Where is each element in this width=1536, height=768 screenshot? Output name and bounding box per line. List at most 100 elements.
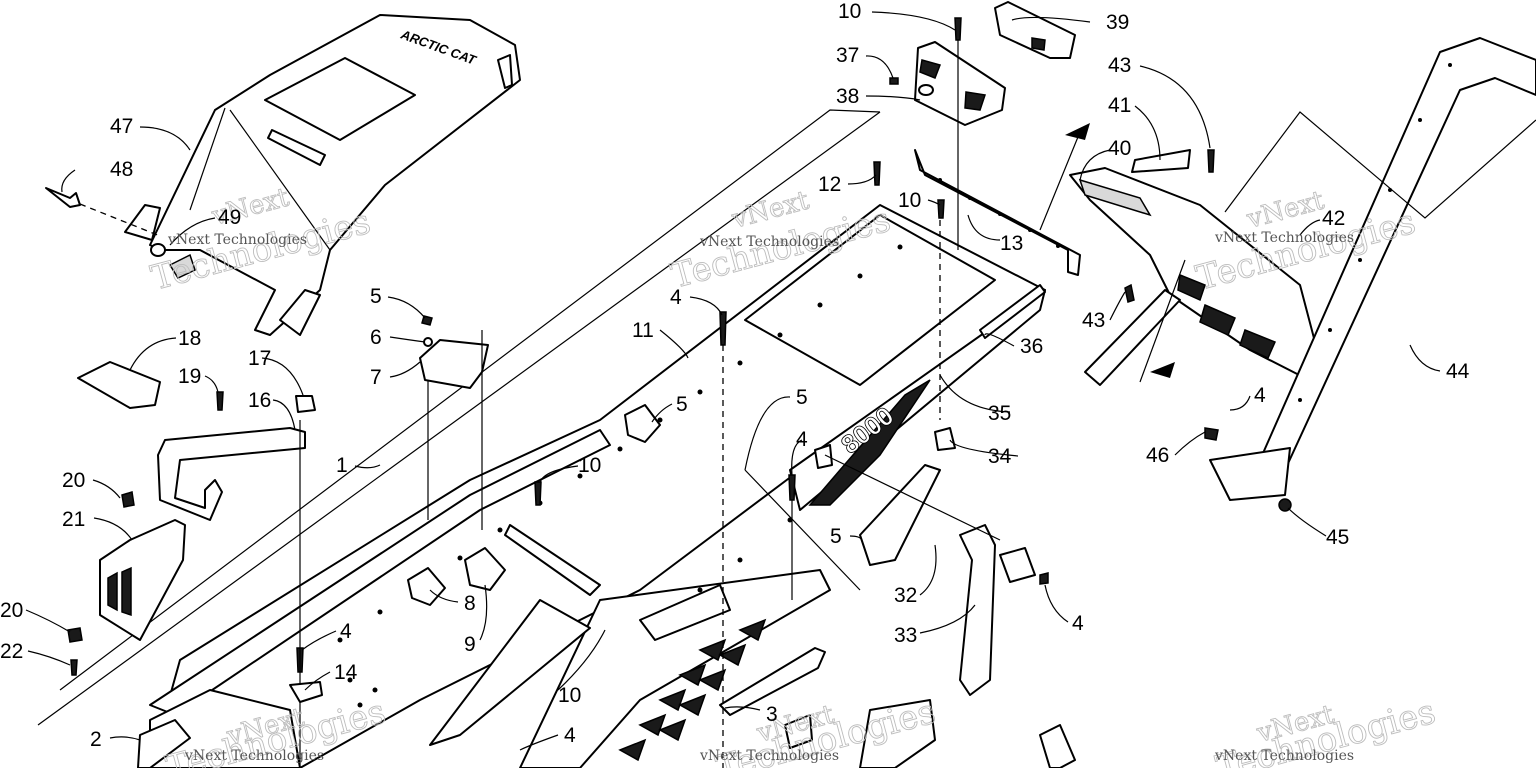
bumper-bolt-46 xyxy=(1204,427,1219,441)
callout-36: 36 xyxy=(1020,335,1043,358)
callout-44: 44 xyxy=(1446,360,1470,383)
callout-32: 32 xyxy=(894,584,917,607)
bracket-2 xyxy=(137,719,191,768)
callout-20: 20 xyxy=(62,469,85,492)
leader-lines xyxy=(25,11,1441,751)
seat-screw xyxy=(45,187,161,237)
callout-16: 16 xyxy=(248,389,271,412)
svg-text:vNext Technologies: vNext Technologies xyxy=(167,232,307,248)
callout-4: 4 xyxy=(1254,384,1266,407)
nut-20-bottom xyxy=(67,627,83,643)
trim-36 xyxy=(979,284,1046,339)
callout-10: 10 xyxy=(578,454,601,477)
callout-7: 7 xyxy=(370,366,382,389)
callout-8: 8 xyxy=(464,592,476,615)
seat-assembly: ARCTIC CAT xyxy=(124,14,521,336)
callout-35: 35 xyxy=(988,402,1011,425)
tunnel-assembly: 8000 xyxy=(37,109,1046,768)
callout-4: 4 xyxy=(670,286,682,309)
seat-grommet xyxy=(150,243,196,279)
clip-9 xyxy=(464,547,506,591)
callout-11: 11 xyxy=(632,319,654,342)
callout-37: 37 xyxy=(836,44,859,67)
heat-shield-18 xyxy=(77,361,161,409)
callout-18: 18 xyxy=(178,327,201,350)
screw-5-top xyxy=(421,315,433,326)
strap-handle-16 xyxy=(157,427,306,521)
callout-43: 43 xyxy=(1082,309,1105,332)
bracket-7 xyxy=(419,330,489,530)
callout-4: 4 xyxy=(1072,612,1084,635)
callout-6: 6 xyxy=(370,326,382,349)
callout-10: 10 xyxy=(838,0,861,23)
snowflap-rail xyxy=(1084,289,1181,386)
clip-5-left xyxy=(624,404,661,443)
callout-10: 10 xyxy=(558,684,581,707)
callout-43: 43 xyxy=(1108,54,1131,77)
clip-5-right xyxy=(744,444,861,591)
callout-3: 3 xyxy=(766,703,778,726)
callout-5: 5 xyxy=(370,285,382,308)
callout-38: 38 xyxy=(836,85,859,108)
rear-bumper xyxy=(1209,37,1536,501)
callout-48: 48 xyxy=(110,158,133,181)
callout-33: 33 xyxy=(894,624,917,647)
callout-2: 2 xyxy=(90,728,102,751)
brace-3 xyxy=(719,647,826,749)
nut-17 xyxy=(295,395,316,413)
callout-49: 49 xyxy=(218,206,241,229)
snowflap-screw-43-top xyxy=(1207,149,1215,173)
taillight-lens xyxy=(994,1,1076,59)
nut-20-top xyxy=(121,491,135,508)
svg-text:vNext Technologies: vNext Technologies xyxy=(1214,748,1354,764)
callout-22: 22 xyxy=(0,640,23,663)
callout-labels: 10 39 37 38 43 41 40 47 48 49 12 10 13 4… xyxy=(0,0,1470,751)
snowflap-assembly xyxy=(1069,149,1326,381)
taillight-screw xyxy=(889,77,899,85)
callout-4: 4 xyxy=(340,620,352,643)
callout-13: 13 xyxy=(1000,232,1023,255)
callout-4: 4 xyxy=(564,724,576,747)
callout-5: 5 xyxy=(830,525,842,548)
push-rivet-4-center xyxy=(719,311,727,768)
screw-22 xyxy=(70,659,78,676)
callout-46: 46 xyxy=(1146,444,1169,467)
callout-34: 34 xyxy=(988,445,1012,468)
callout-1: 1 xyxy=(336,454,348,477)
taillight-housing xyxy=(914,41,1006,126)
callout-47: 47 xyxy=(110,115,133,138)
rear-bumper-bracket xyxy=(914,149,1081,276)
svg-text:vNext Technologies: vNext Technologies xyxy=(184,748,324,764)
vent-cover-21 xyxy=(99,519,186,641)
bracket-14 xyxy=(289,681,323,703)
callout-20: 20 xyxy=(0,599,23,622)
callout-39: 39 xyxy=(1106,11,1129,34)
callout-21: 21 xyxy=(62,508,85,531)
callout-14: 14 xyxy=(334,661,358,684)
rivet-4-right-lower xyxy=(1039,572,1049,585)
callout-12: 12 xyxy=(818,173,841,196)
snowflap-screw-43-lower xyxy=(1124,283,1135,303)
clip-8 xyxy=(407,567,446,606)
callout-42: 42 xyxy=(1322,207,1345,230)
callout-17: 17 xyxy=(248,347,271,370)
callout-10: 10 xyxy=(898,189,921,212)
callout-4: 4 xyxy=(796,428,808,451)
rivet-4-left xyxy=(296,420,304,768)
callout-5: 5 xyxy=(676,393,688,416)
callout-45: 45 xyxy=(1326,526,1349,549)
callout-9: 9 xyxy=(464,633,476,656)
callout-5: 5 xyxy=(796,386,808,409)
rivet-10-mid xyxy=(534,481,542,506)
vertical-bolt-10-top xyxy=(954,17,962,250)
bumper-arm-lower xyxy=(859,699,1076,768)
washer-6 xyxy=(423,337,433,347)
bolt-12 xyxy=(873,161,881,186)
push-rivet-4-right xyxy=(788,474,796,600)
bracket-34 xyxy=(934,427,956,451)
callout-19: 19 xyxy=(178,365,201,388)
callout-40: 40 xyxy=(1108,137,1131,160)
callout-41: 41 xyxy=(1108,94,1131,117)
rear-bumper-arm-33 xyxy=(824,454,1036,696)
